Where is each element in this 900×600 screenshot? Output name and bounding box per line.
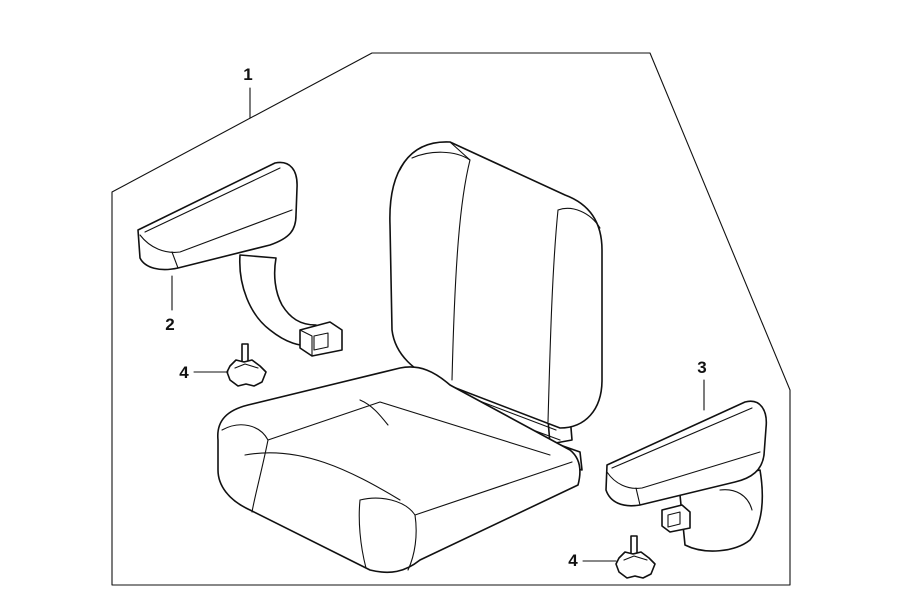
- callout-2: 2: [165, 315, 174, 334]
- kit-boundary: [111, 52, 791, 586]
- knob-right: [615, 535, 656, 579]
- callout-4-right: 4: [568, 551, 578, 570]
- callout-3: 3: [697, 358, 706, 377]
- knob-left: [226, 343, 267, 387]
- left-armrest: [137, 161, 343, 357]
- callout-4-left: 4: [179, 363, 189, 382]
- callout-1: 1: [243, 65, 252, 84]
- seat-cushion: [217, 366, 581, 574]
- right-armrest: [605, 400, 768, 552]
